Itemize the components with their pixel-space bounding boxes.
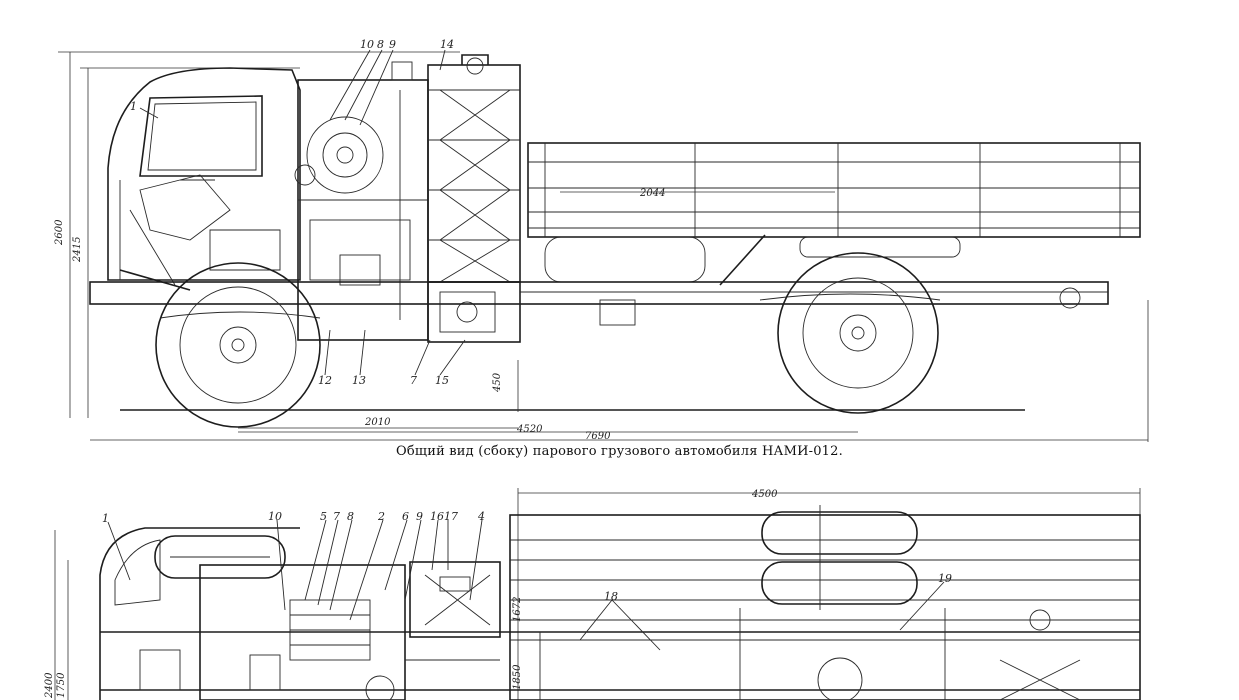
top-callout-6: 6 bbox=[402, 510, 409, 523]
dim-1672: 1672 bbox=[512, 597, 523, 622]
dim-1750: 1750 bbox=[56, 672, 67, 698]
dim-1850: 1850 bbox=[512, 664, 523, 690]
top-callout-8: 8 bbox=[347, 510, 354, 523]
figure-caption: Общий вид (сбоку) парового грузового авт… bbox=[396, 444, 843, 459]
top-callout-18: 18 bbox=[604, 590, 618, 603]
callout-15: 15 bbox=[435, 374, 449, 387]
dim-2415: 2415 bbox=[72, 237, 83, 263]
callout-14: 14 bbox=[440, 38, 454, 51]
dim-2400: 2400 bbox=[44, 672, 55, 699]
top-callout-5: 5 bbox=[320, 510, 327, 523]
dim-7690: 7690 bbox=[585, 431, 611, 442]
callout-13: 13 bbox=[352, 374, 366, 387]
top-view: 4500 2400 1750 bbox=[44, 488, 1141, 700]
dim-2010: 2010 bbox=[364, 417, 391, 428]
callout-12: 12 bbox=[318, 374, 332, 387]
callout-1: 1 bbox=[130, 100, 137, 113]
top-callout-17: 17 bbox=[444, 510, 458, 523]
top-callout-10: 10 bbox=[268, 510, 282, 523]
callout-9: 9 bbox=[389, 38, 396, 51]
dim-4500: 4500 bbox=[751, 489, 778, 500]
dim-2600: 2600 bbox=[54, 219, 65, 246]
dim-450: 450 bbox=[492, 372, 503, 393]
top-callout-16: 16 bbox=[430, 510, 444, 523]
side-view: 2600 2415 bbox=[54, 38, 1149, 442]
dim-4520: 4520 bbox=[516, 424, 543, 435]
callout-8: 8 bbox=[377, 38, 384, 51]
top-callout-1: 1 bbox=[102, 512, 109, 525]
top-callout-7: 7 bbox=[333, 510, 340, 523]
top-callout-4: 4 bbox=[477, 510, 485, 523]
top-callout-9: 9 bbox=[416, 510, 423, 523]
top-callout-19: 19 bbox=[938, 572, 952, 585]
callout-7: 7 bbox=[410, 374, 417, 387]
callout-10: 10 bbox=[360, 38, 374, 51]
top-callout-2: 2 bbox=[377, 510, 385, 523]
dim-2044: 2044 bbox=[639, 188, 665, 199]
